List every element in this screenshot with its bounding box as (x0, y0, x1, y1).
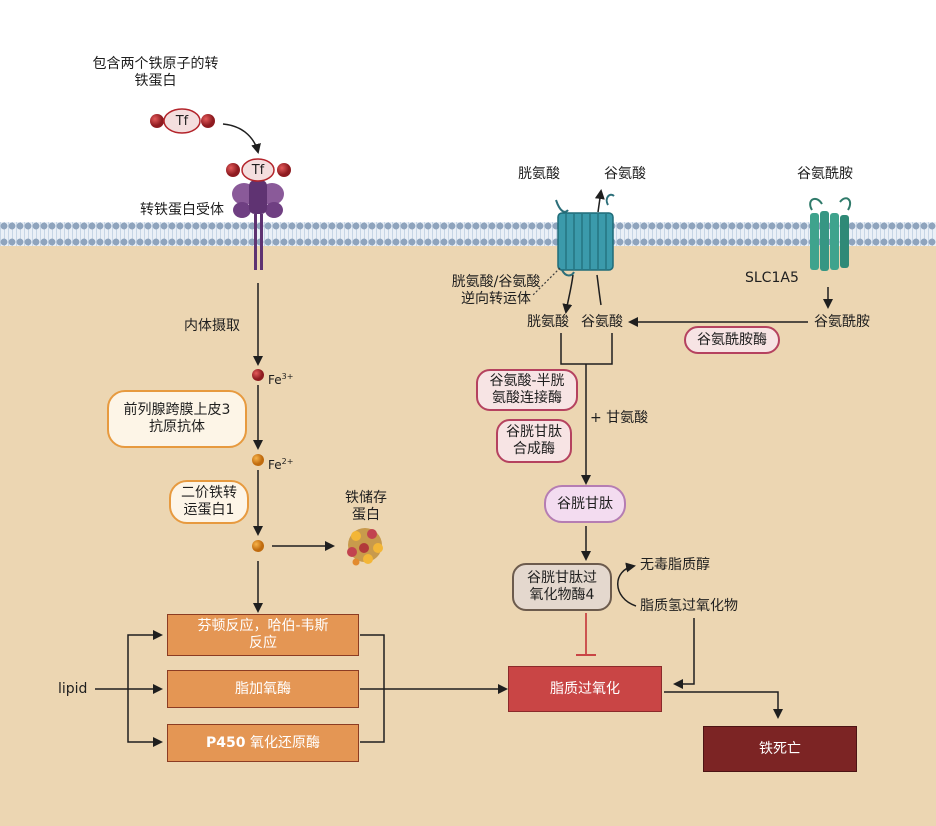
labile-iron-icon (252, 540, 264, 552)
tf-binding-arrow (222, 123, 261, 154)
fe2-symbol: Fe (268, 458, 282, 472)
glutamate-export-arrow (594, 189, 605, 213)
glutamate-intracellular-label: 谷氨酸 (581, 314, 623, 330)
gss-enzyme: 谷胱甘肽 合成酶 (496, 419, 572, 463)
cystine-extracellular-label: 胱氨酸 (518, 166, 560, 182)
transferrin-icon (150, 108, 215, 134)
detox-arrow (617, 562, 637, 607)
glutathione-node: 谷胱甘肽 (544, 485, 626, 523)
fe2-charge: 2+ (281, 457, 294, 466)
glutaminase-enzyme: 谷氨酰胺酶 (684, 326, 780, 354)
cell-membrane (0, 222, 936, 246)
hydroperoxide-arrow (673, 618, 695, 689)
lipid-to-fenton-arrow (127, 630, 163, 689)
antiporter-label: 胱氨酸/谷氨酸 逆向转运体 (451, 274, 541, 307)
ferrous-iron-icon (252, 454, 264, 466)
fe3-symbol: Fe (268, 373, 282, 387)
to-ferroptosis-arrow (664, 691, 783, 719)
tf-label: Tf (175, 114, 189, 129)
transferrin-two-iron-label: 包含两个铁原子的转 铁蛋白 (92, 56, 219, 89)
lipid-hydroperoxide-label: 脂质氢过氧化物 (640, 598, 738, 614)
glutamate-export-line (596, 274, 602, 306)
ferrous-iron-label: Fe2+ (268, 453, 293, 474)
reductase-label: 氧化还原酶 (245, 734, 320, 751)
lipid-peroxidation-box: 脂质过氧化 (508, 666, 662, 712)
substrate-bracket (560, 333, 613, 365)
glycine-label: + 甘氨酸 (590, 410, 649, 426)
p450-reductase-box: P450 氧化还原酶 (167, 724, 359, 762)
lipoxygenase-box: 脂加氧酶 (167, 670, 359, 708)
lipid-label: lipid (58, 681, 88, 697)
nontoxic-lipid-label: 无毒脂质醇 (640, 557, 710, 573)
antiporter-label-pointer (531, 267, 561, 297)
glutamine-intracellular-label: 谷氨酰胺 (814, 314, 870, 330)
p450-label: P450 (206, 734, 246, 751)
ferritin-icon (347, 528, 383, 566)
slc1a5-transporter-icon (809, 197, 852, 271)
slc1a5-label: SLC1A5 (745, 270, 799, 286)
tf-receptor-bound-label: Tf (251, 163, 265, 178)
ferroptosis-box: 铁死亡 (703, 726, 857, 772)
antiporter-icon (555, 193, 615, 277)
ferric-iron-label: Fe3+ (268, 368, 293, 389)
lipid-to-p450-arrow (127, 689, 163, 747)
fenton-reaction-box: 芬顿反应，哈伯-韦斯 反应 (167, 614, 359, 656)
steap3-enzyme: 前列腺跨膜上皮3 抗原抗体 (107, 390, 247, 448)
cystine-intracellular-label: 胱氨酸 (527, 314, 569, 330)
transferrin-receptor-icon (226, 158, 291, 270)
gpx4-enzyme: 谷胱甘肽过 氧化物酶4 (512, 563, 612, 611)
cystine-import-arrow (562, 274, 574, 314)
glutamine-extracellular-label: 谷氨酰胺 (797, 166, 853, 182)
dmt1-transporter: 二价铁转 运蛋白1 (169, 480, 249, 524)
ferritin-label: 铁储存 蛋白 (345, 490, 387, 523)
glutamate-extracellular-label: 谷氨酸 (604, 166, 646, 182)
fe3-charge: 3+ (281, 372, 294, 381)
gcl-enzyme: 谷氨酸-半胱 氨酸连接酶 (476, 369, 578, 411)
transferrin-receptor-label: 转铁蛋白受体 (140, 202, 224, 218)
ferric-iron-icon (252, 369, 264, 381)
endocytosis-label: 内体摄取 (184, 318, 240, 334)
